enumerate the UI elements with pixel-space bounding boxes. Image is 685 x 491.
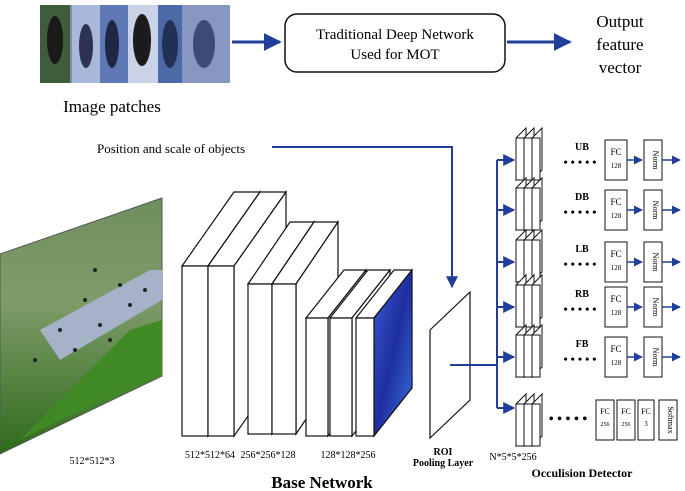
mot-box-line2: Used for MOT <box>350 47 439 63</box>
detector-fc3 <box>637 399 655 441</box>
fc-layer <box>604 336 628 378</box>
branch-label: DB <box>575 192 589 203</box>
roi-label-line2: Pooling Layer <box>413 458 474 469</box>
mot-box-line1: Traditional Deep Network <box>316 27 474 43</box>
fc-layer <box>604 241 628 283</box>
svg-text:FC: FC <box>610 294 621 304</box>
base-network-title: Base Network <box>271 473 373 491</box>
output-line3: vector <box>599 58 642 77</box>
image-patches-label: Image patches <box>63 97 161 116</box>
svg-text:• • • • •: • • • • • <box>563 155 596 169</box>
image-patches <box>40 5 230 83</box>
svg-text:128: 128 <box>611 309 622 317</box>
svg-text:Norm: Norm <box>651 348 660 367</box>
branch-rb: RB • • • • • FC 128 Norm <box>497 273 681 329</box>
svg-text:Norm: Norm <box>651 201 660 220</box>
detector-softmax <box>658 399 678 441</box>
stage3-size-label: 128*128*256 <box>321 450 376 461</box>
svg-text:• • • • •: • • • • • <box>563 257 596 271</box>
svg-text:• • • • •: • • • • • <box>563 352 596 366</box>
svg-text:FC: FC <box>600 407 610 416</box>
svg-text:FC: FC <box>621 407 631 416</box>
base-network-stage3 <box>304 268 414 438</box>
svg-text:• • • • •: • • • • • <box>563 302 596 316</box>
input-size-label: 512*512*3 <box>70 456 115 467</box>
svg-text:Norm: Norm <box>651 151 660 170</box>
svg-text:256: 256 <box>601 422 610 428</box>
mot-network-box <box>284 13 506 73</box>
svg-text:FC: FC <box>610 197 621 207</box>
detector-row: • • • • • FC 256 FC 256 FC 3 Softmax <box>497 392 678 448</box>
branch-label: RB <box>575 289 589 300</box>
stage2-size-label: 256*256*128 <box>241 450 296 461</box>
svg-text:Norm: Norm <box>651 253 660 272</box>
svg-text:FC: FC <box>610 249 621 259</box>
output-line1: Output <box>596 12 644 31</box>
fc-layer <box>604 286 628 328</box>
svg-text:FC: FC <box>610 344 621 354</box>
branch-ub: UB • • • • • FC 128 Norm <box>497 126 681 182</box>
svg-text:3: 3 <box>644 420 648 428</box>
output-line2: feature <box>596 35 643 54</box>
detector-fc2 <box>616 399 636 441</box>
roi-size-label: N*5*5*256 <box>489 452 536 463</box>
svg-text:128: 128 <box>611 264 622 272</box>
svg-text:FC: FC <box>610 147 621 157</box>
branch-label: LB <box>575 244 589 255</box>
input-image <box>0 197 163 455</box>
branch-lb: LB • • • • • FC 128 Norm <box>497 228 681 284</box>
position-arrow <box>272 146 458 289</box>
svg-text:FC: FC <box>641 407 651 416</box>
branch-fb: FB • • • • • FC 128 Norm <box>497 323 681 379</box>
svg-text:128: 128 <box>611 359 622 367</box>
branch-db: DB • • • • • FC 128 Norm <box>497 176 681 232</box>
svg-text:Norm: Norm <box>651 298 660 317</box>
svg-text:128: 128 <box>611 212 622 220</box>
detector-fc1 <box>595 399 615 441</box>
svg-text:Softmax: Softmax <box>666 406 675 433</box>
stage1-size-label: 512*512*64 <box>185 450 235 461</box>
branch-label: UB <box>575 142 589 153</box>
svg-text:• • • • •: • • • • • <box>549 412 588 427</box>
branch-label: FB <box>576 339 589 350</box>
svg-text:256: 256 <box>622 422 631 428</box>
svg-text:128: 128 <box>611 162 622 170</box>
position-label: Position and scale of objects <box>97 141 245 156</box>
occlusion-detector-title: Occulision Detector <box>532 466 634 480</box>
fc-layer <box>604 139 628 181</box>
fc-layer <box>604 189 628 231</box>
svg-text:• • • • •: • • • • • <box>563 205 596 219</box>
roi-label-line1: ROI <box>434 447 453 458</box>
